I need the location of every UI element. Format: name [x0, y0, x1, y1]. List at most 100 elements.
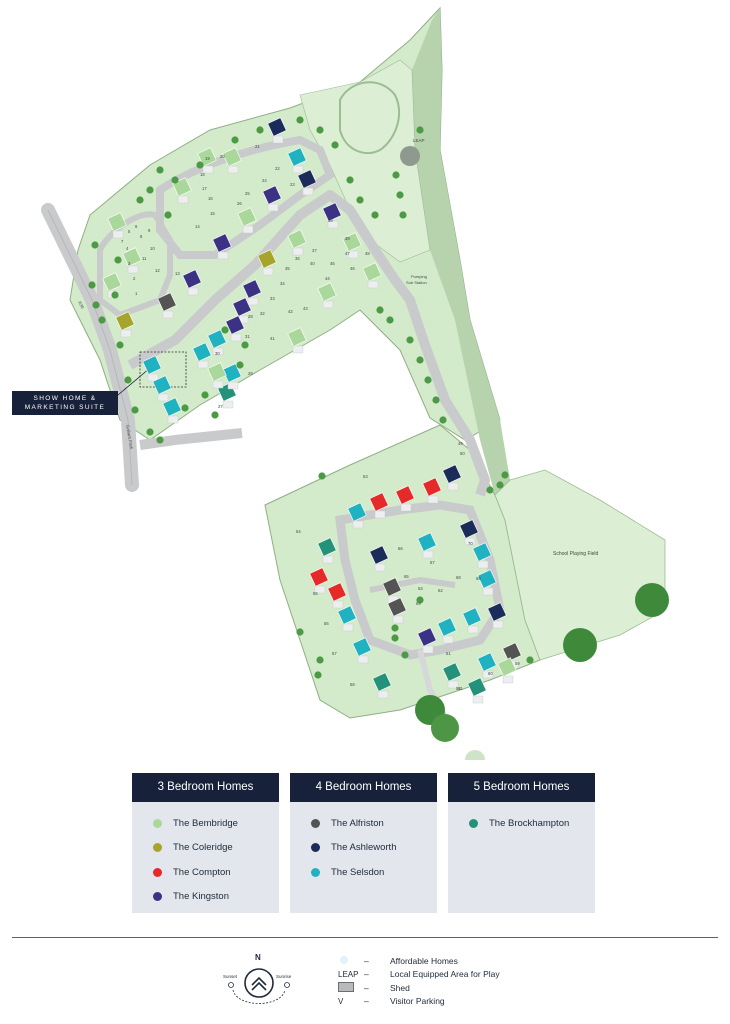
- tree: [131, 406, 139, 414]
- compass-sunrise: Sunrise: [276, 974, 292, 979]
- plot-number: 41: [270, 336, 275, 341]
- plot-number: 10: [150, 246, 155, 251]
- tree: [256, 126, 264, 134]
- house-bembridge: [362, 262, 382, 289]
- tree: [416, 356, 424, 364]
- coleridge-swatch: [153, 843, 162, 853]
- plot-number: 21: [255, 144, 260, 149]
- plot-number: 44: [325, 276, 330, 281]
- house-brockhampton: [372, 672, 392, 699]
- plot-number: 16: [208, 196, 213, 201]
- road-label-a36: A36: [77, 300, 85, 310]
- house-bembridge: [287, 229, 307, 256]
- tree: [314, 671, 322, 679]
- house-brockhampton: [467, 677, 487, 704]
- plot-number: 4: [126, 246, 129, 251]
- sun-icon: [228, 982, 234, 988]
- plot-number: 25: [245, 191, 250, 196]
- ashleworth-swatch: [311, 843, 320, 853]
- tree-large: [465, 750, 485, 760]
- house-selsdon: [222, 363, 242, 390]
- callout-line-1: SHOW HOME &: [33, 395, 97, 402]
- plot-number: 37: [312, 248, 317, 253]
- legend-4-bedroom: 4 Bedroom Homes The Alfriston The Ashlew…: [290, 773, 437, 913]
- house-selsdon: [142, 355, 162, 382]
- house-selsdon: [287, 147, 307, 174]
- house-bembridge: [317, 282, 337, 309]
- house-bembridge: [287, 327, 307, 354]
- house-kingston: [322, 202, 342, 229]
- plot-number: 45: [330, 261, 335, 266]
- west-cul-de-sac: [97, 211, 173, 319]
- tree: [526, 656, 534, 664]
- plot-number: 17: [202, 186, 207, 191]
- show-home-boundary: [139, 351, 187, 388]
- house-selsdon: [437, 617, 457, 644]
- house-compton: [309, 567, 329, 594]
- plot-number: 6: [135, 224, 138, 229]
- divider: [12, 937, 718, 938]
- tree: [146, 428, 154, 436]
- legend-item-bembridge: The Bembridge: [132, 811, 279, 836]
- house-bembridge: [342, 232, 362, 259]
- plot-number: 57: [332, 651, 337, 656]
- brockhampton-swatch: [469, 818, 478, 828]
- plot-number: 58: [350, 682, 355, 687]
- plot-number: 48: [365, 251, 370, 256]
- house-bembridge: [207, 362, 227, 389]
- plot-number: 55: [313, 591, 318, 596]
- house-ashleworth: [369, 545, 389, 572]
- plot-number: 34: [280, 281, 285, 286]
- house-compton: [327, 582, 347, 609]
- legend-5-bedroom: 5 Bedroom Homes The Brockhampton: [448, 773, 595, 913]
- house-selsdon: [462, 607, 482, 634]
- tree: [376, 306, 384, 314]
- house-compton: [369, 492, 389, 519]
- tree-large: [431, 714, 459, 742]
- legend-header: 5 Bedroom Homes: [448, 773, 595, 802]
- key-row-affordable: – Affordable Homes: [338, 954, 558, 968]
- tree: [391, 624, 399, 632]
- house-kingston: [182, 269, 202, 296]
- house-selsdon: [417, 532, 437, 559]
- plot-number: 33: [270, 296, 275, 301]
- show-home-callout: SHOW HOME & MARKETING SUITE: [12, 391, 118, 415]
- plot-number: 36: [295, 256, 300, 261]
- plot-number: 65: [404, 574, 409, 579]
- tree: [164, 211, 172, 219]
- tree: [91, 241, 99, 249]
- legend-3-bedroom: 3 Bedroom Homes The Bembridge The Coleri…: [132, 773, 279, 913]
- plot-number: 56: [324, 621, 329, 626]
- house-selsdon: [352, 637, 372, 664]
- plot-number: 35: [285, 266, 290, 271]
- kingston-swatch: [153, 892, 162, 902]
- house-coleridge: [257, 249, 277, 276]
- plot-number: 63: [418, 586, 423, 591]
- house-bembridge: [197, 147, 217, 174]
- plot-number: 60: [488, 671, 493, 676]
- plot-number: 66: [398, 546, 403, 551]
- plot-number: 42: [288, 309, 293, 314]
- key-row-leap: LEAP – Local Equipped Area for Play: [338, 969, 500, 980]
- house-selsdon: [347, 502, 367, 529]
- house-compton: [395, 485, 415, 512]
- pumping-label-2: Sub Station: [406, 280, 427, 285]
- shed-icon: [338, 981, 354, 992]
- house-bembridge: [497, 657, 517, 684]
- tree: [439, 416, 447, 424]
- plot-number: 13: [175, 271, 180, 276]
- house-kingston: [232, 297, 252, 324]
- road-label-gallant-park: Gallant Park: [125, 424, 134, 450]
- tree: [406, 336, 414, 344]
- plot-number: 67: [430, 560, 435, 565]
- tree: [124, 376, 132, 384]
- tree: [392, 171, 400, 179]
- tree: [496, 481, 504, 489]
- tree: [211, 411, 219, 419]
- compass-icon: N Sunset Sunrise: [223, 953, 292, 1004]
- plot-number: 51: [446, 651, 451, 656]
- tree: [432, 396, 440, 404]
- plot-number: 12: [155, 268, 160, 273]
- legend-item-brockhampton: The Brockhampton: [448, 811, 595, 836]
- house-alfriston: [157, 292, 177, 319]
